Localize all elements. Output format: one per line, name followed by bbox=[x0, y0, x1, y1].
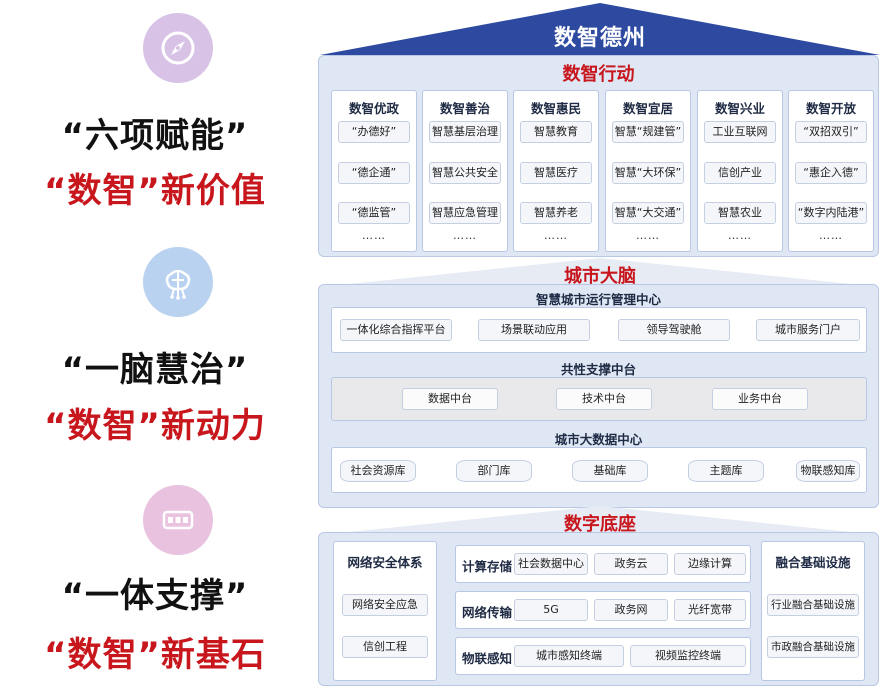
slogan-support-subtitle: “数智”新基石 bbox=[44, 635, 266, 675]
column-more: …… bbox=[362, 229, 386, 242]
column-head: 数智优政 bbox=[348, 101, 399, 116]
database-item: 基础库 bbox=[572, 460, 648, 482]
column-head: 数智善治 bbox=[439, 101, 490, 116]
row-label: 网络传输 bbox=[462, 605, 513, 620]
row-label: 物联感知 bbox=[462, 651, 513, 666]
bigdata-center-head: 城市大数据中心 bbox=[554, 432, 643, 447]
security-box: 网络安全体系 网络安全应急 信创工程 bbox=[333, 541, 437, 681]
column-head: 数智开放 bbox=[805, 101, 856, 116]
ops-item: 一体化综合指挥平台 bbox=[340, 319, 452, 341]
column-item: 智慧养老 bbox=[520, 202, 592, 224]
column-more: …… bbox=[819, 229, 843, 242]
ops-item: 场景联动应用 bbox=[478, 319, 590, 341]
action-column: 数智优政 “办德好” “德企通” “德监管” …… bbox=[331, 90, 417, 252]
column-head: 数智惠民 bbox=[530, 101, 581, 116]
security-item: 网络安全应急 bbox=[342, 594, 428, 616]
column-item: 智慧教育 bbox=[520, 121, 592, 143]
column-item: 智慧公共安全 bbox=[429, 162, 501, 184]
infra-head: 融合基础设施 bbox=[775, 555, 851, 570]
column-more: …… bbox=[544, 229, 568, 242]
page-title: 数智德州 bbox=[553, 26, 646, 51]
slogan-empower-subtitle: “数智”新价值 bbox=[44, 171, 266, 211]
slogan-brain-subtitle: “数智”新动力 bbox=[44, 406, 266, 446]
column-item: “双招双引” bbox=[795, 121, 867, 143]
ops-center-box: 一体化综合指挥平台 场景联动应用 领导驾驶舱 城市服务门户 bbox=[331, 307, 867, 353]
base-title: 数字底座 bbox=[564, 514, 636, 535]
network-transmission-row: 网络传输 5G 政务网 光纤宽带 bbox=[455, 591, 751, 629]
database-item: 主题库 bbox=[688, 460, 764, 482]
column-item: “德企通” bbox=[338, 162, 410, 184]
database-item: 物联感知库 bbox=[796, 460, 860, 482]
infra-item: 市政融合基础设施 bbox=[767, 636, 859, 658]
bigdata-center-box: 社会资源库 部门库 基础库 主题库 物联感知库 bbox=[331, 447, 867, 493]
column-item: 智慧基层治理 bbox=[429, 121, 501, 143]
compass-icon bbox=[143, 13, 213, 83]
row-item: 边缘计算 bbox=[674, 553, 746, 575]
column-item: “办德好” bbox=[338, 121, 410, 143]
common-item: 数据中台 bbox=[402, 388, 498, 410]
base-panel: 网络安全体系 网络安全应急 信创工程 计算存储 社会数据中心 政务云 边缘计算 … bbox=[318, 532, 879, 686]
ops-item: 领导驾驶舱 bbox=[618, 319, 730, 341]
column-item: 智慧“大环保” bbox=[612, 162, 684, 184]
slogan-support-title: “一体支撑” bbox=[61, 576, 249, 616]
column-item: “惠企入德” bbox=[795, 162, 867, 184]
column-item: 智慧农业 bbox=[704, 202, 776, 224]
brain-title: 城市大脑 bbox=[564, 266, 636, 287]
slogan-empower-title: “六项赋能” bbox=[61, 116, 249, 156]
row-item: 光纤宽带 bbox=[674, 599, 746, 621]
row-item: 5G bbox=[514, 599, 588, 621]
column-item: “德监管” bbox=[338, 202, 410, 224]
board-icon bbox=[143, 485, 213, 555]
action-column: 数智兴业 工业互联网 信创产业 智慧农业 …… bbox=[697, 90, 783, 252]
slogan-brain-title: “一脑慧治” bbox=[61, 350, 249, 390]
database-item: 部门库 bbox=[456, 460, 532, 482]
column-more: …… bbox=[636, 229, 660, 242]
base-roof bbox=[330, 506, 870, 534]
database-item: 社会资源库 bbox=[340, 460, 416, 482]
ops-item: 城市服务门户 bbox=[756, 319, 860, 341]
row-label: 计算存储 bbox=[462, 559, 513, 574]
brain-circuit-icon bbox=[143, 247, 213, 317]
common-platform-box: 数据中台 技术中台 业务中台 bbox=[331, 377, 867, 421]
infra-box: 融合基础设施 行业融合基础设施 市政融合基础设施 bbox=[761, 541, 865, 681]
action-column: 数智惠民 智慧教育 智慧医疗 智慧养老 …… bbox=[513, 90, 599, 252]
infra-item: 行业融合基础设施 bbox=[767, 594, 859, 616]
action-title: 数智行动 bbox=[562, 64, 635, 85]
action-panel: 数智行动 数智优政 “办德好” “德企通” “德监管” …… 数智善治 智慧基层… bbox=[318, 55, 879, 257]
row-item: 政务云 bbox=[594, 553, 668, 575]
security-head: 网络安全体系 bbox=[347, 555, 423, 570]
roof-banner bbox=[320, 3, 880, 55]
row-item: 政务网 bbox=[594, 599, 668, 621]
brain-panel: 智慧城市运行管理中心 一体化综合指挥平台 场景联动应用 领导驾驶舱 城市服务门户… bbox=[318, 284, 879, 508]
column-item: 智慧应急管理 bbox=[429, 202, 501, 224]
iot-sensing-row: 物联感知 城市感知终端 视频监控终端 bbox=[455, 637, 751, 675]
common-platform-head: 共性支撑中台 bbox=[560, 362, 636, 377]
row-item: 视频监控终端 bbox=[630, 645, 746, 667]
column-item: 智慧“大交通” bbox=[612, 202, 684, 224]
column-item: 信创产业 bbox=[704, 162, 776, 184]
column-item: 智慧“规建管” bbox=[612, 121, 684, 143]
column-item: “数字内陆港” bbox=[795, 202, 867, 224]
column-item: 智慧医疗 bbox=[520, 162, 592, 184]
column-head: 数智宜居 bbox=[622, 101, 673, 116]
action-column: 数智开放 “双招双引” “惠企入德” “数字内陆港” …… bbox=[788, 90, 874, 252]
column-head: 数智兴业 bbox=[714, 101, 765, 116]
security-item: 信创工程 bbox=[342, 636, 428, 658]
compute-storage-row: 计算存储 社会数据中心 政务云 边缘计算 bbox=[455, 545, 751, 583]
brain-roof bbox=[330, 258, 870, 286]
row-item: 城市感知终端 bbox=[514, 645, 624, 667]
ops-center-head: 智慧城市运行管理中心 bbox=[535, 292, 661, 307]
common-item: 业务中台 bbox=[712, 388, 808, 410]
action-column: 数智宜居 智慧“规建管” 智慧“大环保” 智慧“大交通” …… bbox=[605, 90, 691, 252]
common-item: 技术中台 bbox=[556, 388, 652, 410]
column-more: …… bbox=[453, 229, 477, 242]
column-item: 工业互联网 bbox=[704, 121, 776, 143]
column-more: …… bbox=[728, 229, 752, 242]
action-column: 数智善治 智慧基层治理 智慧公共安全 智慧应急管理 …… bbox=[422, 90, 508, 252]
row-item: 社会数据中心 bbox=[514, 553, 588, 575]
